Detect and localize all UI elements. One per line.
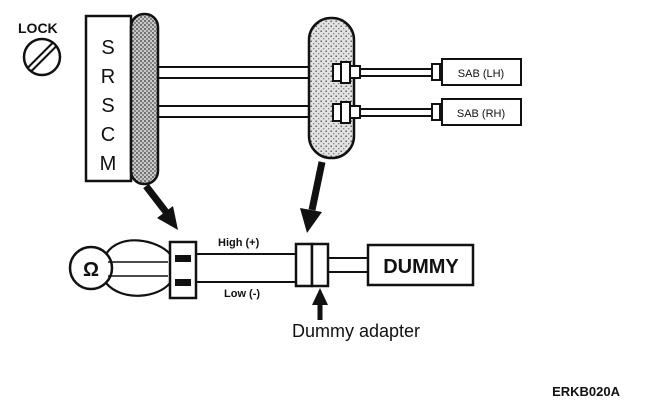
dummy-label: DUMMY bbox=[383, 256, 459, 278]
sab-rh-connector bbox=[332, 101, 441, 124]
srscm-letters: S R S C M bbox=[100, 37, 117, 175]
test-leads bbox=[196, 253, 296, 283]
srscm-letter-4: C bbox=[101, 124, 115, 146]
sab-rh-box: SAB (RH) bbox=[441, 98, 522, 126]
dummy-box: DUMMY bbox=[366, 243, 475, 287]
arrow-to-srscm-connector bbox=[143, 183, 178, 230]
sab-lh-connector bbox=[332, 61, 441, 84]
dummy-adapter-label: Dummy adapter bbox=[292, 321, 420, 341]
ohm-symbol: Ω bbox=[83, 259, 99, 281]
srscm-letter-2: R bbox=[101, 66, 115, 88]
srscm-letter-5: M bbox=[100, 153, 117, 175]
adapter-pointer-arrow bbox=[312, 288, 328, 320]
sab-lh-box: SAB (LH) bbox=[441, 58, 522, 86]
sab-lh-label: SAB (LH) bbox=[458, 68, 504, 80]
figure-code: ERKB020A bbox=[552, 384, 621, 399]
sab-rh-label: SAB (RH) bbox=[457, 108, 505, 120]
low-lead-label: Low (-) bbox=[224, 288, 260, 300]
ohmmeter-icon: Ω bbox=[68, 239, 171, 297]
arrow-to-dummy-adapter bbox=[300, 161, 326, 233]
sab-connector-highlight bbox=[307, 16, 356, 160]
srscm-side-connector bbox=[168, 240, 198, 300]
srscm-letter-1: S bbox=[101, 37, 114, 59]
dummy-adapter bbox=[294, 242, 368, 288]
srscm-connector-highlight bbox=[129, 12, 160, 186]
srscm-letter-3: S bbox=[101, 95, 114, 117]
srs-control-module: S R S C M bbox=[84, 14, 133, 183]
ignition-lock-icon bbox=[22, 37, 62, 77]
high-lead-label: High (+) bbox=[218, 237, 260, 249]
lock-label: LOCK bbox=[18, 20, 58, 36]
